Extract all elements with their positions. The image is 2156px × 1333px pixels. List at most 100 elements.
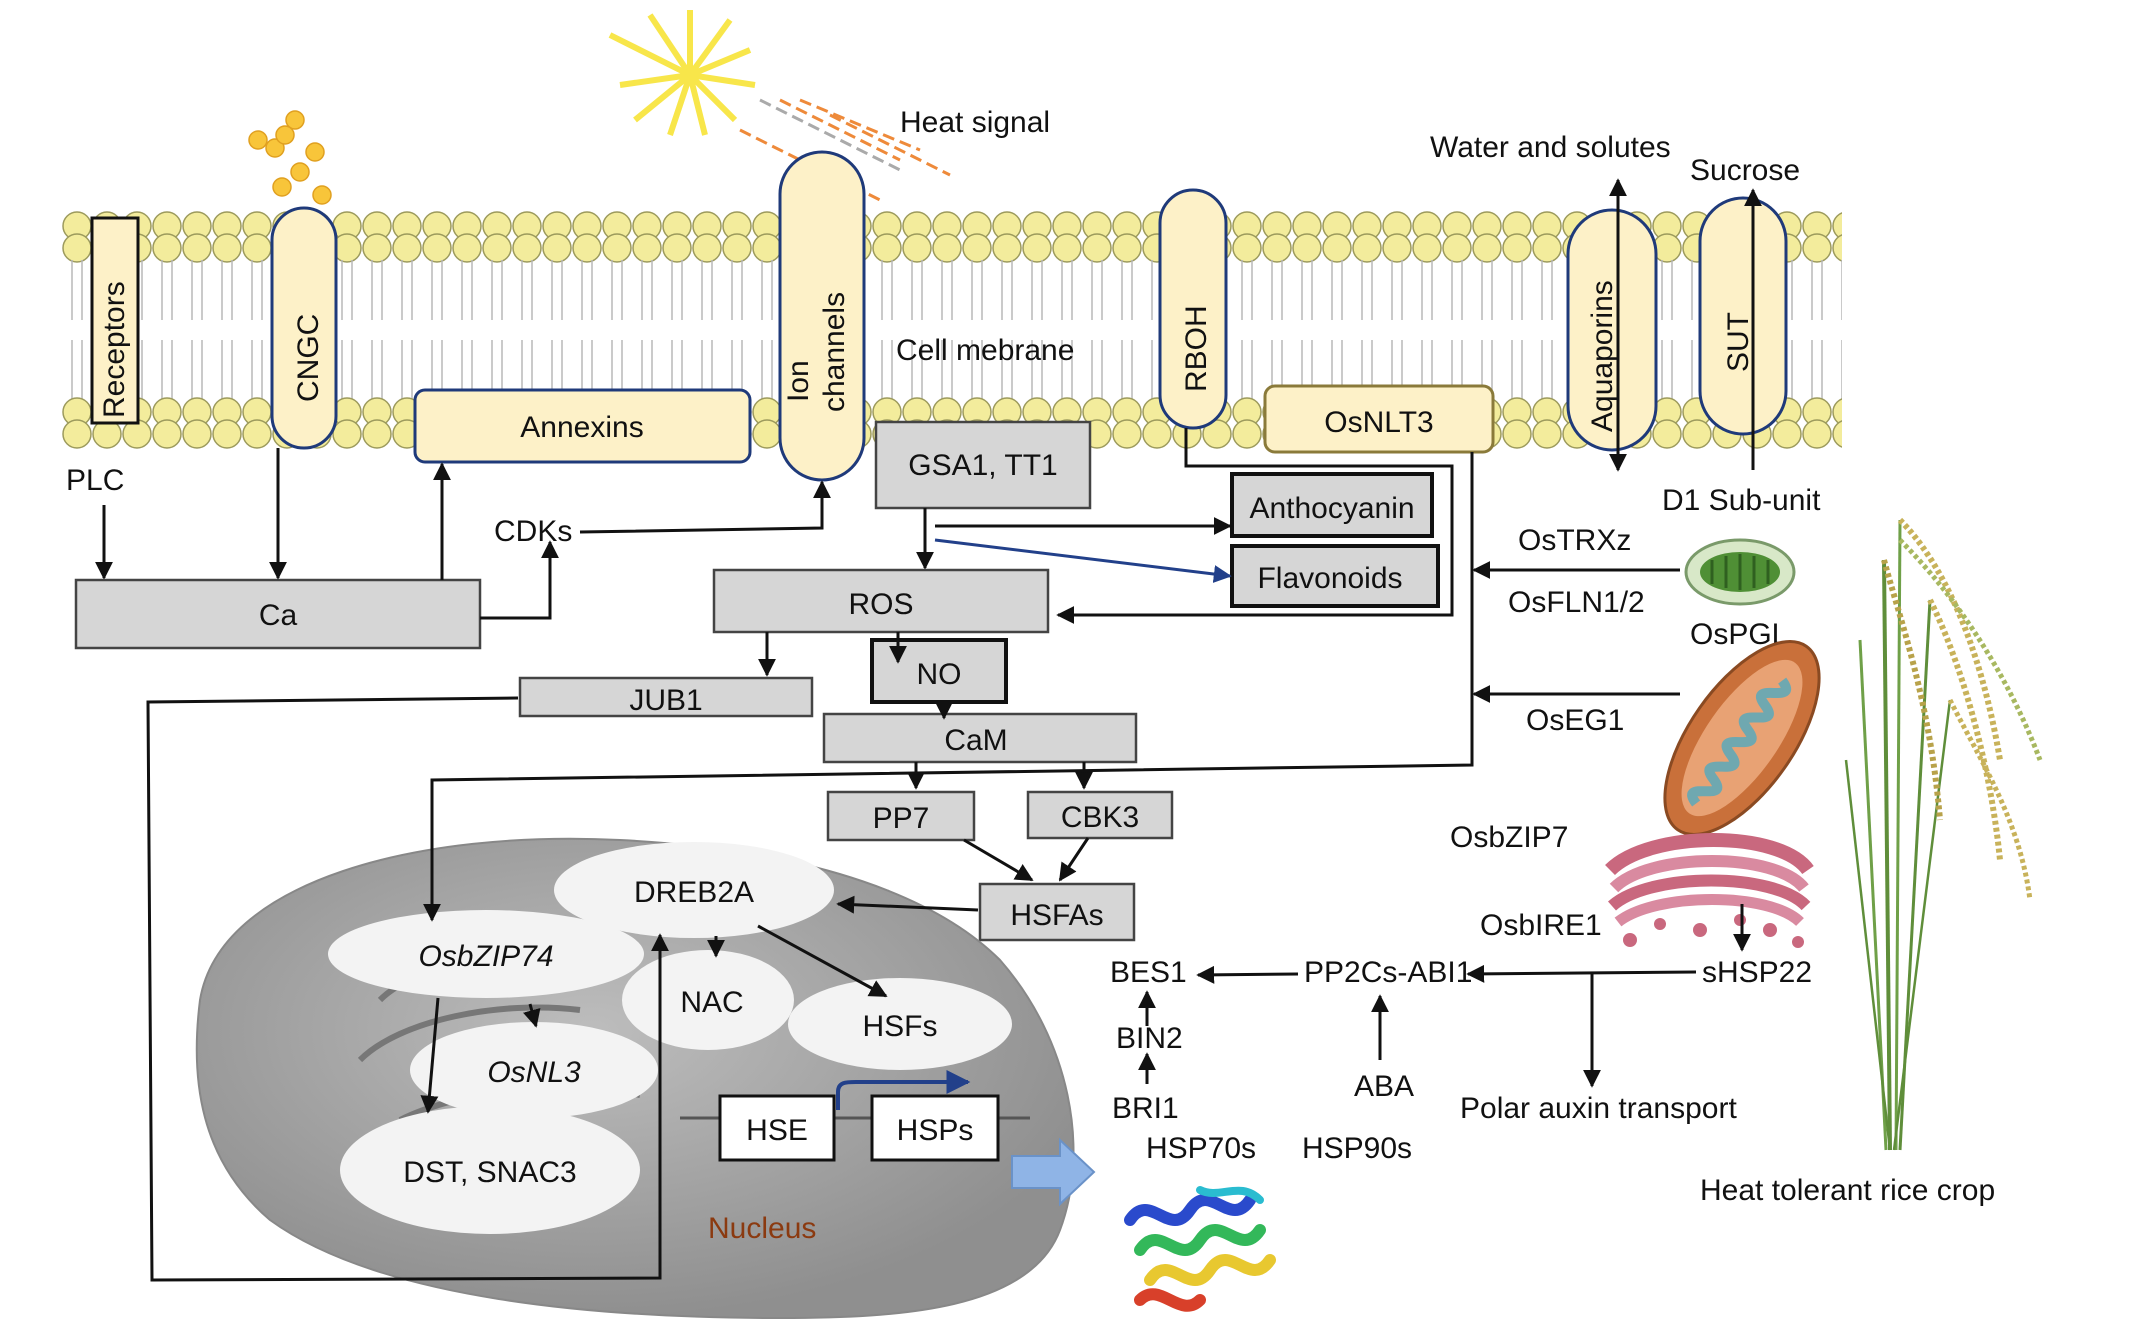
nac-ellipse (622, 950, 794, 1050)
bri1-label: BRI1 (1112, 1092, 1179, 1125)
dst-snac3-label: DST, SNAC3 (403, 1156, 576, 1189)
shsp22-label: sHSP22 (1702, 956, 1812, 989)
pp2cs-abi1-label: PP2Cs-ABI1 (1304, 956, 1472, 989)
pp2cs-to-bes1-arrow (1196, 965, 1299, 984)
ros-label: ROS (848, 588, 913, 621)
rboh-to-ros-arrow (1056, 428, 1454, 624)
flavonoids-box (1230, 544, 1440, 608)
aba-label: ABA (1354, 1070, 1414, 1103)
osnlt3-label: OsNLT3 (1324, 406, 1433, 439)
cngc-label: CNGC (292, 314, 325, 402)
osnl3-ellipse (410, 1022, 658, 1118)
cell-membrane (62, 210, 1842, 450)
anthocyanin-box (1230, 472, 1434, 538)
dreb2a-ellipse (554, 842, 834, 938)
hsp70s-label: HSP70s (1146, 1132, 1256, 1165)
cbk3-label: CBK3 (1061, 801, 1139, 834)
cdks-label: CDKs (494, 515, 572, 548)
no-label: NO (917, 658, 962, 691)
cngc-channel (270, 206, 338, 450)
ion-channels-label-2: channels (818, 292, 851, 412)
osbzip74-ellipse (328, 910, 644, 998)
jub1-to-dreb2a-loop (146, 696, 669, 1282)
ion-channels-protein (778, 150, 866, 482)
heat-signal-label: Heat signal (900, 106, 1050, 139)
pp7-label: PP7 (873, 802, 930, 835)
receptors-protein (90, 216, 140, 425)
osbzip74-to-dst-arrow (420, 997, 440, 1114)
flavonoids-label: Flavonoids (1257, 562, 1402, 595)
jub1-label: JUB1 (629, 684, 702, 717)
ros-box (712, 568, 1050, 634)
hsfas-label: HSFAs (1010, 899, 1103, 932)
dst-snac3-ellipse (340, 1106, 640, 1234)
hsps-label: HSPs (897, 1114, 974, 1147)
osfln12-label: OsFLN1/2 (1508, 586, 1645, 619)
ostrxz-label: OsTRXz (1518, 524, 1631, 557)
sucrose-label: Sucrose (1690, 154, 1800, 187)
sut-label: SUT (1722, 312, 1755, 372)
gsa1-tt1-label: GSA1, TT1 (908, 449, 1058, 482)
plc-label: PLC (66, 464, 124, 497)
cbk3-to-hsfas-arrow (1058, 837, 1090, 882)
bes1-label: BES1 (1110, 956, 1187, 989)
ca-to-cdks-arrow (480, 540, 559, 620)
chloroplast-icon (1684, 538, 1796, 606)
sut-protein (1698, 196, 1788, 436)
rice-plant-icon (1844, 517, 2043, 1151)
dreb2a-label: DREB2A (634, 876, 754, 909)
cbk3-box (1026, 790, 1174, 840)
hsps-box (870, 1094, 1000, 1162)
pp7-box (826, 790, 976, 842)
osnlt3-box (1263, 384, 1495, 454)
ca-label: Ca (259, 599, 298, 632)
bin2-label: BIN2 (1116, 1022, 1183, 1055)
gsa1-tt1-box (874, 420, 1092, 510)
aquaporins-label: Aquaporins (1586, 280, 1619, 432)
pp7-to-hsfas-arrow (963, 838, 1034, 882)
rboh-protein (1158, 188, 1228, 430)
dreb2a-to-hsfs-arrow (757, 924, 888, 998)
ion-channels-label-1: Ion (782, 360, 815, 402)
hsp90s-label: HSP90s (1302, 1132, 1412, 1165)
osnl3-label: OsNL3 (487, 1056, 581, 1089)
receptors-label: Receptors (98, 281, 131, 418)
cdks-to-ion-channels-arrow (579, 480, 831, 534)
oseg1-label: OsEG1 (1526, 704, 1624, 737)
hsfs-ellipse (788, 978, 1012, 1070)
hse-label: HSE (746, 1114, 808, 1147)
polar-auxin-label: Polar auxin transport (1460, 1092, 1737, 1125)
anthocyanin-label: Anthocyanin (1249, 492, 1414, 525)
shsp22-to-pp2cs-arrow (1466, 964, 1697, 983)
mitochondria-icon (1663, 640, 1821, 836)
hsfs-label: HSFs (863, 1010, 938, 1043)
osbzip74-label: OsbZIP74 (418, 940, 553, 973)
transcription-arrow (836, 1070, 971, 1110)
rboh-label: RBOH (1180, 305, 1213, 392)
d1-subunit-label: D1 Sub-unit (1662, 484, 1821, 517)
ca-box (74, 578, 482, 650)
cell-membrane-label: Cell mebrane (896, 334, 1074, 367)
water-solutes-label: Water and solutes (1430, 131, 1671, 164)
annexins-box (413, 388, 752, 464)
protein-structure-icon (1124, 1186, 1276, 1312)
hse-box (718, 1094, 836, 1162)
osbzip7-label: OsbZIP7 (1450, 821, 1568, 854)
heat-tolerant-rice-label: Heat tolerant rice crop (1700, 1174, 1995, 1207)
golgi-apparatus-icon (1605, 833, 1814, 948)
hsfas-box (978, 882, 1136, 942)
osbire1-label: OsbIRE1 (1480, 909, 1602, 942)
annexins-label: Annexins (520, 411, 643, 444)
sun-icon (608, 10, 756, 136)
cam-label: CaM (944, 724, 1007, 757)
calcium-ions-icon (248, 110, 332, 228)
block-arrow-icon (1011, 1137, 1096, 1207)
jub1-box (518, 676, 814, 718)
osnlt3-to-osbzip74-arrow (423, 452, 1474, 922)
nucleus-label: Nucleus (708, 1212, 816, 1245)
hsfas-to-dreb2a-arrow (836, 895, 979, 914)
cam-box (822, 712, 1138, 764)
osbzip74-to-osnl3-arrow (523, 1003, 541, 1028)
gsa1-to-flavonoids-arrow (934, 538, 1232, 583)
